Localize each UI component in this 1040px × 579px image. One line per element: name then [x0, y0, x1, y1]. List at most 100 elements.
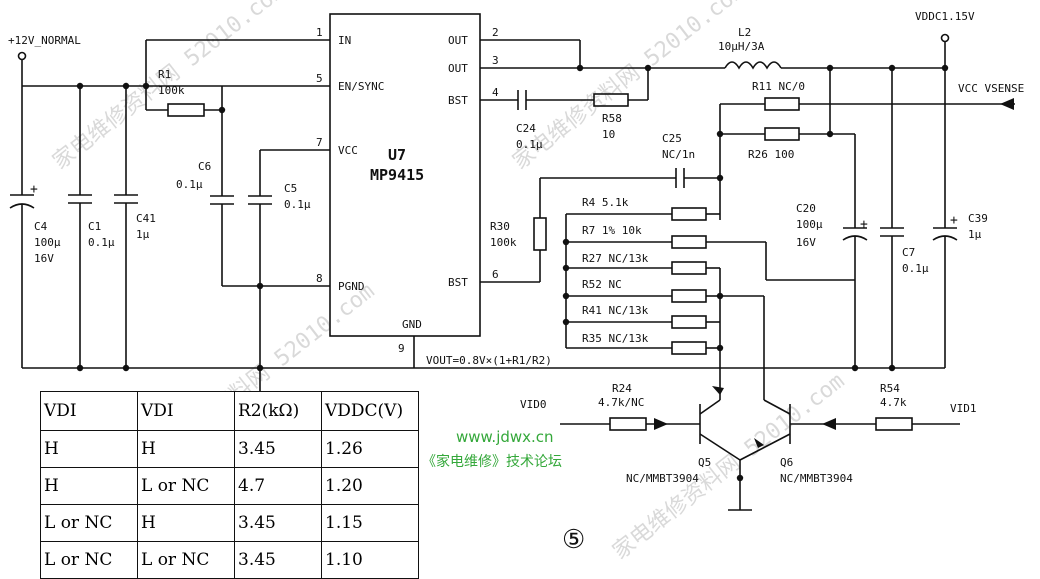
r30-value: 100k [490, 236, 517, 249]
table-cell: 3.45 [234, 504, 322, 542]
c20-ref: C20 [796, 202, 816, 215]
watermark-text: 家电维修资料网 52010.com [608, 369, 849, 565]
c6-ref: C6 [198, 160, 211, 173]
table-header-cell: VDDC(V) [321, 391, 419, 431]
junction-dots [76, 64, 949, 482]
pin-in-label: IN [338, 34, 351, 47]
r30-ref: R30 [490, 220, 510, 233]
vout-formula: VOUT=0.8V×(1+R1/R2) [426, 354, 552, 367]
r1-value: 100k [158, 84, 185, 97]
l2-value: 10μH/3A [718, 40, 765, 53]
table-cell: L or NC [40, 504, 138, 542]
table-cell: 1.26 [321, 430, 419, 468]
c5-value: 0.1μ [284, 198, 311, 211]
table-row: H H 3.45 1.26 [40, 430, 419, 468]
table-cell: 1.10 [321, 541, 419, 579]
c1-value: 0.1μ [88, 236, 115, 249]
pin-5-number: 5 [316, 72, 323, 85]
sense-arrow-icon [1000, 98, 1014, 110]
c4-ref: C4 [34, 220, 48, 233]
r11-label: R11 NC/0 [752, 80, 805, 93]
table-row: L or NC L or NC 3.45 1.10 [40, 541, 419, 579]
c6-value: 0.1μ [176, 178, 203, 191]
table-header-cell: VDI [137, 391, 235, 431]
c4-polarity: + [30, 182, 38, 197]
l2-ref: L2 [738, 26, 751, 39]
vid1-arrow-icon [822, 418, 836, 430]
table-cell: L or NC [40, 541, 138, 579]
output-terminal-icon [940, 33, 950, 43]
r58-ref: R58 [602, 112, 622, 125]
c39-ref: C39 [968, 212, 988, 225]
table-header-row: VDI VDI R2(kΩ) VDDC(V) [40, 391, 419, 431]
c20-value: 100μ [796, 218, 823, 231]
pin-bst1-label: BST [448, 94, 468, 107]
c4-value: 100μ [34, 236, 61, 249]
table-cell: 3.45 [234, 430, 322, 468]
r35-label: R35 NC/13k [582, 332, 649, 345]
q5-emitter-arrow-icon [712, 386, 724, 395]
c1-ref: C1 [88, 220, 101, 233]
q5-value: NC/MMBT3904 [626, 472, 699, 485]
net-input-label: +12V_NORMAL [8, 34, 81, 47]
r24-ref: R24 [612, 382, 632, 395]
table-header-cell: VDI [40, 391, 138, 431]
r54-ref: R54 [880, 382, 900, 395]
q5-ref: Q5 [698, 456, 711, 469]
table-cell: 4.7 [234, 467, 322, 505]
c39-value: 1μ [968, 228, 982, 241]
pin-pgnd-label: PGND [338, 280, 365, 293]
ic-part: MP9415 [370, 166, 424, 184]
r52-label: R52 NC [582, 278, 622, 291]
pin-2-number: 2 [492, 26, 499, 39]
c7-ref: C7 [902, 246, 915, 259]
r7-label: R7 1% 10k [582, 224, 642, 237]
pin-1-number: 1 [316, 26, 323, 39]
net-sense-label: VCC VSENSE [958, 82, 1024, 95]
pin-bst2-label: BST [448, 276, 468, 289]
pin-out1-label: OUT [448, 34, 468, 47]
q6-ref: Q6 [780, 456, 793, 469]
c20-polarity: + [860, 217, 868, 232]
input-terminal-icon [17, 51, 27, 61]
q6-emitter-arrow-icon [754, 438, 764, 448]
c20-voltage: 16V [796, 236, 816, 249]
pin-6-number: 6 [492, 268, 499, 281]
site-name: 《家电维修》技术论坛 [422, 453, 562, 470]
c41-value: 1μ [136, 228, 150, 241]
c5-ref: C5 [284, 182, 297, 195]
table-cell: H [40, 430, 138, 468]
pin-en-label: EN/SYNC [338, 80, 384, 93]
c7-value: 0.1μ [902, 262, 929, 275]
c41-ref: C41 [136, 212, 156, 225]
r1-ref: R1 [158, 68, 171, 81]
net-vid1-label: VID1 [950, 402, 977, 415]
r27-label: R27 NC/13k [582, 252, 649, 265]
r54-value: 4.7k [880, 396, 907, 409]
c25-value: NC/1n [662, 148, 695, 161]
r41-label: R41 NC/13k [582, 304, 649, 317]
ic-ref: U7 [388, 146, 406, 164]
c39-polarity: + [950, 213, 958, 228]
c24-ref: C24 [516, 122, 536, 135]
pin-gnd-label: GND [402, 318, 422, 331]
c4-voltage: 16V [34, 252, 54, 265]
pin-8-number: 8 [316, 272, 323, 285]
table-row: L or NC H 3.45 1.15 [40, 504, 419, 542]
c25-ref: C25 [662, 132, 682, 145]
table-row: H L or NC 4.7 1.20 [40, 467, 419, 505]
pin-3-number: 3 [492, 54, 499, 67]
pin-4-number: 4 [492, 86, 499, 99]
table-cell: H [137, 430, 235, 468]
table-cell: L or NC [137, 467, 235, 505]
r58-value: 10 [602, 128, 615, 141]
table-header-cell: R2(kΩ) [234, 391, 322, 431]
site-url: www.jdwx.cn [456, 428, 554, 446]
vdi-voltage-table: VDI VDI R2(kΩ) VDDC(V) H H 3.45 1.26 H L… [40, 391, 419, 579]
q6-value: NC/MMBT3904 [780, 472, 853, 485]
r24-value: 4.7k/NC [598, 396, 644, 409]
net-vid0-label: VID0 [520, 398, 547, 411]
table-cell: 3.45 [234, 541, 322, 579]
table-cell: L or NC [137, 541, 235, 579]
